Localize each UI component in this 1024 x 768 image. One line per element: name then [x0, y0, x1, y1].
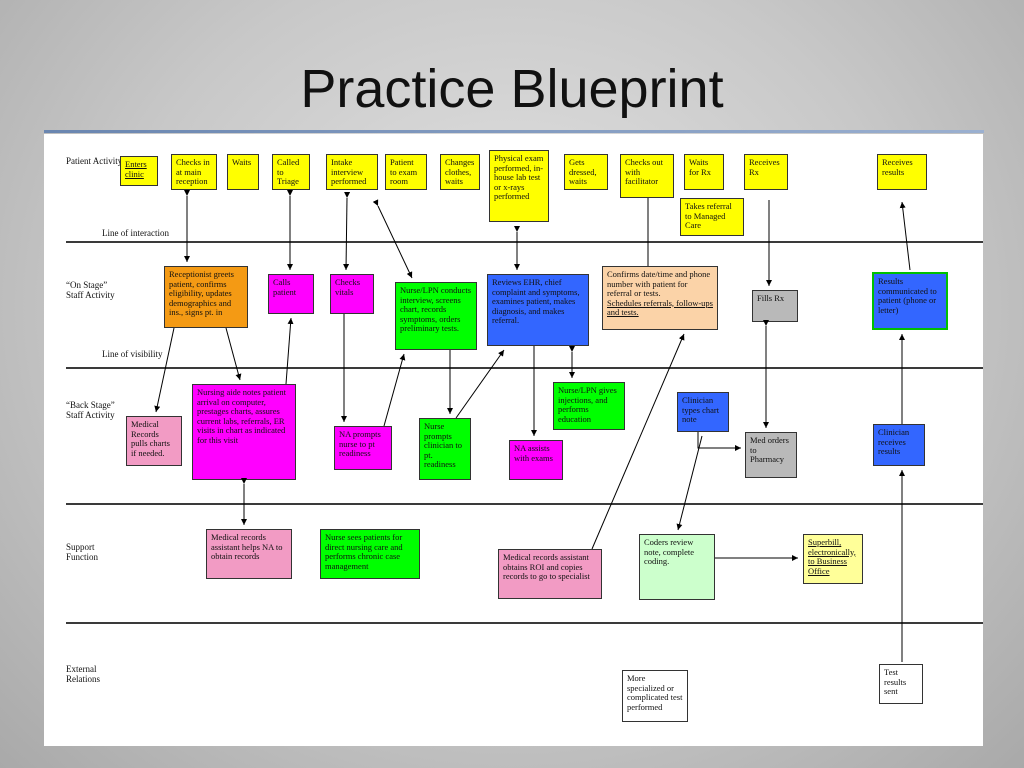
- arrow-intake-vitals: [343, 191, 351, 271]
- arrow-receptionist-aide: [225, 327, 242, 381]
- step-checks-in: Checks in at main reception: [171, 154, 217, 190]
- step-receives-rx: Receives Rx: [744, 154, 788, 190]
- support-coders-review: Coders review note, complete coding.: [639, 534, 715, 600]
- support-medical-records-roi: Medical records assistant obtains ROI an…: [498, 549, 602, 599]
- backstage-nurse-prompts-clinician: Nurse prompts clinician to pt. readiness: [419, 418, 471, 480]
- step-takes-referral: Takes referral to Managed Care: [680, 198, 744, 236]
- line-of-interaction-label: Line of interaction: [102, 228, 169, 238]
- line-of-interaction-rule: [66, 241, 983, 243]
- onstage-checks-vitals: Checks vitals: [330, 274, 374, 314]
- backstage-med-orders-pharmacy: Med orders to Pharmacy: [745, 432, 797, 478]
- backstage-medical-records-pulls: Medical Records pulls charts if needed.: [126, 416, 182, 466]
- title-rule: [44, 130, 984, 133]
- lane-label-support: Support Function: [66, 542, 99, 562]
- backstage-na-prompts-nurse: NA prompts nurse to pt readiness: [334, 426, 392, 470]
- backstage-nursing-aide-notes: Nursing aide notes patient arrival on co…: [192, 384, 296, 480]
- arrow-aide-calls-patient: [285, 317, 294, 385]
- step-receives-results: Receives results: [877, 154, 927, 190]
- step-checks-out: Checks out with facilitator: [620, 154, 674, 198]
- step-waits-for-rx: Waits for Rx: [684, 154, 724, 190]
- lane-separator-external: [66, 622, 983, 624]
- step-patient-to-exam-room: Patient to exam room: [385, 154, 427, 190]
- arrow-note-coders: [676, 435, 703, 531]
- step-intake-interview: Intake interview performed: [326, 154, 378, 190]
- onstage-calls-patient: Calls patient: [268, 274, 314, 314]
- blueprint-diagram: Patient Activity “On Stage” Staff Activi…: [44, 134, 983, 746]
- onstage-reviews-ehr: Reviews EHR, chief complaint and symptom…: [487, 274, 589, 346]
- arrow-roi-confirms: [591, 333, 685, 550]
- support-nurse-sees-patients: Nurse sees patients for direct nursing c…: [320, 529, 420, 579]
- step-enters-clinic: Enters clinic: [120, 156, 158, 186]
- step-changes-clothes: Changes clothes, waits: [440, 154, 480, 190]
- lane-separator-support: [66, 503, 983, 505]
- external-specialized-test: More specialized or complicated test per…: [622, 670, 688, 722]
- slide-title: Practice Blueprint: [300, 59, 724, 119]
- step-called-to-triage: Called to Triage: [272, 154, 310, 190]
- arrow-receptionist-records: [154, 327, 175, 413]
- backstage-clinician-receives-results: Clinician receives results: [873, 424, 925, 466]
- arrow-na-prompts-nurse: [383, 353, 406, 427]
- support-superbill-business-office: Superbill, electronically, to Business O…: [803, 534, 863, 584]
- line-of-visibility-label: Line of visibility: [102, 349, 163, 359]
- onstage-fills-rx: Fills Rx: [752, 290, 798, 322]
- lane-label-patient-activity: Patient Activity: [66, 156, 123, 166]
- backstage-na-assists: NA assists with exams: [509, 440, 563, 480]
- step-physical-exam: Physical exam performed, in-house lab te…: [489, 150, 549, 222]
- schedules-referrals-text: Schedules referrals, follow-ups and test…: [607, 297, 713, 317]
- arrow-results-to-patient: [899, 201, 911, 271]
- onstage-nurse-lpn-interview: Nurse/LPN conducts interview, screens ch…: [395, 282, 477, 350]
- arrow-prompt-to-clinician: [455, 349, 505, 419]
- line-of-visibility-rule: [66, 367, 983, 369]
- external-test-results-sent: Test results sent: [879, 664, 923, 704]
- onstage-results-communicated: Results communicated to patient (phone o…: [872, 272, 948, 330]
- onstage-confirms-referral: Confirms date/time and phone number with…: [602, 266, 718, 330]
- arrow-note-med-orders: [697, 432, 741, 451]
- lane-label-on-stage: “On Stage” Staff Activity: [66, 280, 115, 300]
- lane-label-external: External Relations: [66, 664, 100, 684]
- arrow-intake-nurse-interview: [372, 199, 413, 279]
- support-medical-records-helps-na: Medical records assistant helps NA to ob…: [206, 529, 292, 579]
- backstage-nurse-lpn-injections: Nurse/LPN gives injections, and performs…: [553, 382, 625, 430]
- connector-arrows: [154, 190, 911, 662]
- step-waits: Waits: [227, 154, 259, 190]
- backstage-clinician-types-note: Clinician types chart note: [677, 392, 729, 432]
- lane-label-back-stage: “Back Stage” Staff Activity: [66, 400, 115, 420]
- step-gets-dressed: Gets dressed, waits: [564, 154, 608, 190]
- confirms-referral-text: Confirms date/time and phone number with…: [607, 269, 711, 298]
- onstage-receptionist-greets: Receptionist greets patient, confirms el…: [164, 266, 248, 328]
